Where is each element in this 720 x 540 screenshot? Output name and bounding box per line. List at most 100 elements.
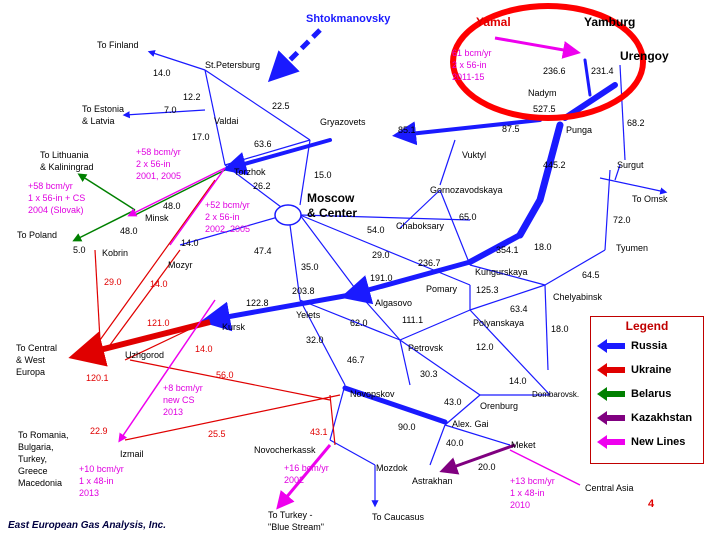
label-kursk: Kursk bbox=[222, 322, 246, 332]
flow-value: 14.0 bbox=[509, 376, 527, 386]
label-izmail: Izmail bbox=[120, 449, 144, 459]
new-yamal bbox=[494, 36, 581, 59]
label-tyumen: Tyumen bbox=[616, 243, 649, 253]
flow-value: 445.2 bbox=[543, 160, 566, 170]
pipe-stpete-finland bbox=[147, 50, 206, 71]
pipe-astrakhan-alexgai bbox=[429, 424, 446, 466]
ukraine-novopskov-izmail bbox=[124, 394, 341, 441]
flow-value: 191.0 bbox=[370, 273, 393, 283]
new-torzhok-south bbox=[169, 167, 226, 246]
legend-label: Russia bbox=[631, 340, 668, 352]
label-punga: Punga bbox=[566, 125, 593, 135]
legend-item-belarus: Belarus bbox=[597, 385, 701, 403]
pipe-mozyr-moscow bbox=[179, 214, 286, 246]
label-center: & Center bbox=[307, 206, 358, 220]
ukraine-novopskov-novocherkassk bbox=[329, 394, 336, 446]
pipe-urengoy-surgut bbox=[619, 64, 626, 161]
ukraine-kursk-central bbox=[68, 319, 211, 367]
note-new-cs-2: new CS bbox=[163, 395, 195, 405]
flow-value: 30.3 bbox=[420, 369, 438, 379]
pipe-moscow-pomary bbox=[299, 214, 471, 286]
flow-value: 48.0 bbox=[163, 201, 181, 211]
flow-value: 22.5 bbox=[272, 101, 290, 111]
legend-item-kazakhstan: Kazakhstan bbox=[597, 409, 701, 427]
flow-value: 12.0 bbox=[476, 342, 494, 352]
note-slovak-3: 2004 (Slovak) bbox=[28, 205, 84, 215]
flow-value: 236.7 bbox=[418, 258, 441, 268]
pipe-chelyabinsk-orenburg bbox=[544, 284, 549, 371]
legend-label: Kazakhstan bbox=[631, 412, 693, 424]
pipe-stpete-torzhok bbox=[204, 69, 226, 166]
note-balkan-1: +10 bcm/yr bbox=[79, 464, 124, 474]
flow-value: 111.1 bbox=[402, 315, 424, 325]
flow-value: 121.0 bbox=[147, 318, 170, 328]
pipe-surgut-omsk bbox=[614, 164, 621, 181]
pipe-alexgai-orenburg bbox=[444, 394, 481, 426]
flow-value: 63.6 bbox=[254, 139, 272, 149]
label-pomary: Pomary bbox=[426, 284, 458, 294]
ukraine-minsk-red bbox=[99, 179, 216, 341]
label-polyanskaya: Polyanskaya bbox=[473, 318, 525, 328]
flow-value: 54.0 bbox=[367, 225, 385, 235]
label-mozyr: Mozyr bbox=[168, 260, 193, 270]
legend-arrow-icon bbox=[597, 339, 625, 353]
note-torzhok-1: +52 bcm/yr bbox=[205, 200, 250, 210]
flow-value: 85.1 bbox=[398, 125, 416, 135]
label-turkey: Turkey, bbox=[18, 454, 48, 464]
flow-value: 64.5 bbox=[582, 270, 600, 280]
belarus-torzhok-minsk bbox=[134, 169, 226, 216]
pipe-shtokmanovsky-dashed bbox=[267, 28, 322, 83]
note-central-asia-3: 2010 bbox=[510, 500, 531, 510]
trunk-central-kungurskaya bbox=[467, 232, 523, 265]
label-alex-gai: Alex. Gai bbox=[452, 419, 489, 429]
label-algasovo: Algasovo bbox=[375, 298, 413, 308]
flow-value: 122.8 bbox=[246, 298, 269, 308]
note-minsk-north-3: 2001, 2005 bbox=[136, 171, 182, 181]
flow-value: 12.2 bbox=[183, 92, 201, 102]
flow-value: 90.0 bbox=[398, 422, 416, 432]
flow-value: 56.0 bbox=[216, 370, 234, 380]
label-to-omsk: To Omsk bbox=[632, 194, 668, 204]
pipe-gryazovets-moscow bbox=[299, 139, 311, 206]
label-dombarovsk: Dombarovsk. bbox=[532, 390, 580, 399]
label-kaliningrad: & Kaliningrad bbox=[40, 162, 94, 172]
label-minsk: Minsk bbox=[145, 213, 169, 223]
flow-value: 15.0 bbox=[314, 170, 332, 180]
label-shtokmanovsky: Shtokmanovsky bbox=[306, 13, 391, 25]
legend-label: New Lines bbox=[631, 436, 686, 448]
flow-value: 29.0 bbox=[372, 250, 390, 260]
label-moscow: Moscow bbox=[307, 191, 355, 205]
legend-box: Legend Russia Ukraine Belarus Kazakhstan… bbox=[590, 316, 704, 464]
pipe-yelets-petrovsk bbox=[299, 299, 401, 341]
label-novopskov: Novopskov bbox=[350, 389, 395, 399]
flow-value: 120.1 bbox=[86, 373, 109, 383]
label-to-lithuania: To Lithuania bbox=[40, 150, 89, 160]
legend-item-ukraine: Ukraine bbox=[597, 361, 701, 379]
ukraine-mozyr-red bbox=[109, 249, 181, 346]
label-uzhgorod: Uzhgorod bbox=[125, 350, 165, 360]
flow-value: 18.0 bbox=[551, 324, 569, 334]
note-balkan-3: 2013 bbox=[79, 488, 100, 498]
label-mozdok: Mozdok bbox=[376, 463, 408, 473]
note-balkan-2: 1 x 48-in bbox=[79, 476, 114, 486]
label-chaboksary: Chaboksary bbox=[396, 221, 445, 231]
highlight-ring bbox=[450, 3, 646, 121]
pipe-polyanskaya-chelyabinsk bbox=[469, 284, 546, 311]
flow-value: 7.0 bbox=[164, 105, 177, 115]
label-to-finland: To Finland bbox=[97, 40, 139, 50]
flow-value: 68.2 bbox=[627, 118, 645, 128]
note-blue-stream-1: +16 bcm/yr bbox=[284, 463, 329, 473]
new-central-asia bbox=[509, 449, 581, 486]
label-gornozavodskaya: Gornozavodskaya bbox=[430, 185, 503, 195]
flow-value: 43.1 bbox=[310, 427, 328, 437]
pipe-moscow-chaboksary bbox=[299, 214, 471, 221]
flow-value: 47.4 bbox=[254, 246, 272, 256]
label-bulgaria: Bulgaria, bbox=[18, 442, 54, 452]
label-to-estonia: To Estonia bbox=[82, 104, 125, 114]
source-credit: East European Gas Analysis, Inc. bbox=[8, 520, 167, 531]
flow-value: 72.0 bbox=[613, 215, 631, 225]
ukraine-kursk-uzhgorod bbox=[124, 321, 206, 361]
pipe-chelyabinsk-tyumen bbox=[544, 249, 606, 286]
new-blue-stream bbox=[276, 444, 332, 510]
